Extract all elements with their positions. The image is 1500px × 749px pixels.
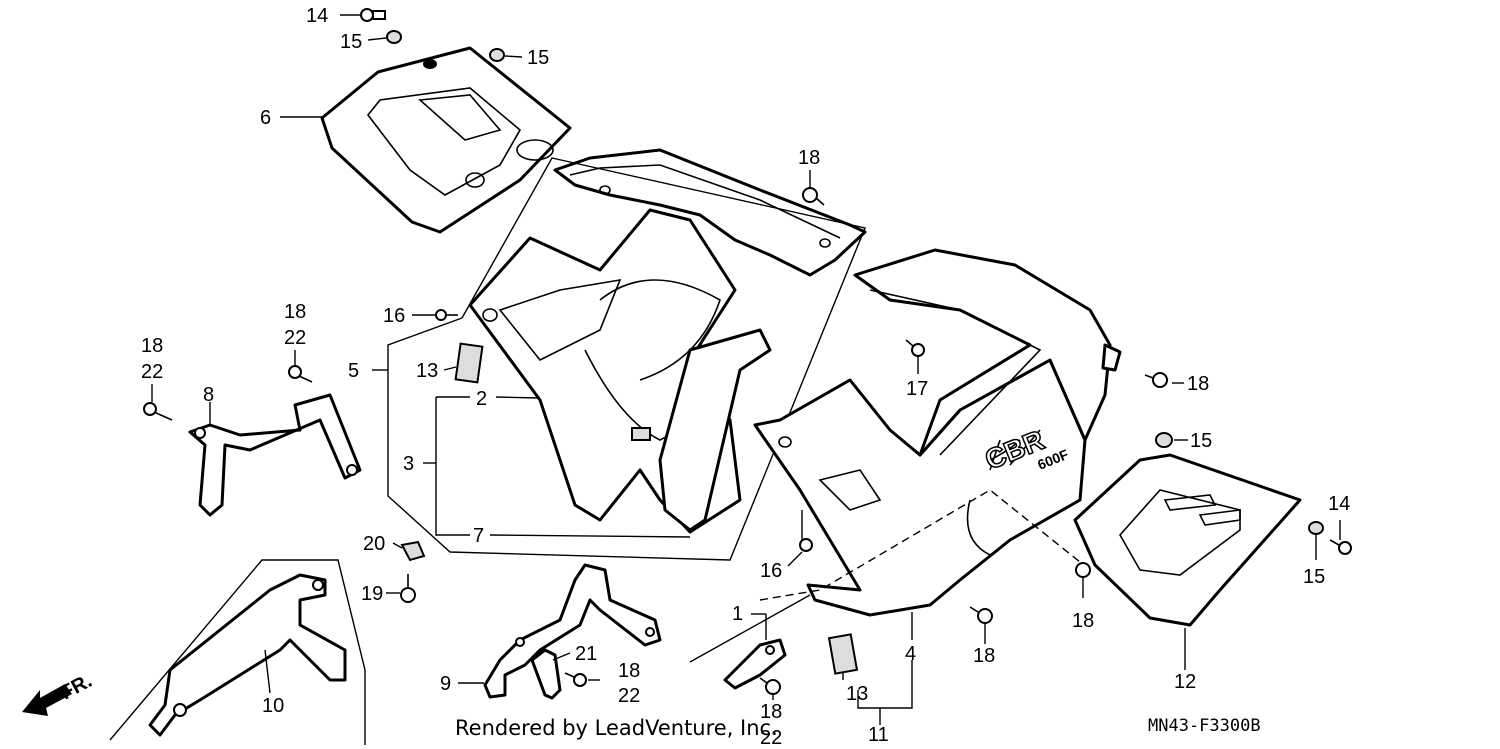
credit-line: Rendered by LeadVenture, Inc.: [455, 716, 778, 740]
callout-13-upper: 13: [416, 360, 438, 382]
callout-14-right: 14: [1328, 493, 1350, 515]
part-1-lead: [689, 594, 811, 663]
callout-20: 20: [363, 533, 385, 555]
callout-14-top: 14: [306, 5, 328, 27]
callout-15-right: 15: [1190, 430, 1212, 452]
callout-18-top: 18: [798, 147, 820, 169]
callout-13-lower: 13: [846, 683, 868, 705]
callout-19: 19: [361, 583, 383, 605]
inner-cowl-frame: [553, 148, 867, 277]
fairing-dashed-guide: [759, 489, 1091, 601]
diagram-code: MN43-F3300B: [1148, 716, 1261, 736]
part-8-bracket: [188, 393, 362, 517]
callout-10: 10: [262, 695, 284, 717]
callout-18-part-9: 18: [618, 660, 640, 682]
part-12-side-panel: [1073, 453, 1302, 627]
callout-12: 12: [1174, 671, 1196, 693]
part-21-clip: [530, 648, 562, 700]
callout-2: 2: [476, 388, 487, 410]
part-6-inner-panel: [320, 46, 572, 234]
callout-18-right: 18: [1187, 373, 1209, 395]
callout-22-part-9: 22: [618, 685, 640, 707]
callout-18-bracket-8: 18: [284, 301, 306, 323]
callout-labels: 14 15 15 6 18 16 18 22 18 22 5 13 2 8 3 …: [141, 5, 1350, 749]
callout-15-top-left: 15: [340, 31, 362, 53]
callout-15-top-right: 15: [527, 47, 549, 69]
front-marker-label: FR.: [57, 670, 96, 705]
callout-4: 4: [905, 643, 916, 665]
part-13-pad-upper: [454, 342, 484, 384]
callout-3: 3: [403, 453, 414, 475]
part-4-main-fairing: CBR 600F: [753, 248, 1122, 617]
callout-6: 6: [260, 107, 271, 129]
callout-5: 5: [348, 360, 359, 382]
fasteners: [143, 8, 1352, 695]
callout-18-lower-right: 18: [1072, 610, 1094, 632]
part-13-pad-lower: [827, 633, 859, 675]
leader-lines: [151, 14, 1341, 725]
callout-22-left: 22: [141, 361, 163, 383]
part-1-clip: [723, 638, 787, 690]
callout-22-bracket-8: 22: [284, 327, 306, 349]
callout-9: 9: [440, 673, 451, 695]
callout-7: 7: [473, 525, 484, 547]
callout-16-upper: 16: [383, 305, 405, 327]
callout-18-left: 18: [141, 335, 163, 357]
inner-cowl-parts-2-3-7: [468, 208, 772, 534]
callout-8: 8: [203, 384, 214, 406]
callout-15-lower-right: 15: [1303, 566, 1325, 588]
part-9-bracket: [483, 563, 662, 699]
callout-21: 21: [575, 643, 597, 665]
callout-11: 11: [868, 724, 889, 746]
callout-17: 17: [906, 378, 928, 400]
callout-16-lower: 16: [760, 560, 782, 582]
callout-1: 1: [732, 603, 743, 625]
part-10-bracket: [109, 559, 366, 745]
callout-18-lower-center: 18: [973, 645, 995, 667]
callout-22-bottom: 22: [760, 727, 782, 749]
callout-18-bottom: 18: [760, 701, 782, 723]
front-direction-arrow-icon: FR.: [22, 670, 96, 716]
